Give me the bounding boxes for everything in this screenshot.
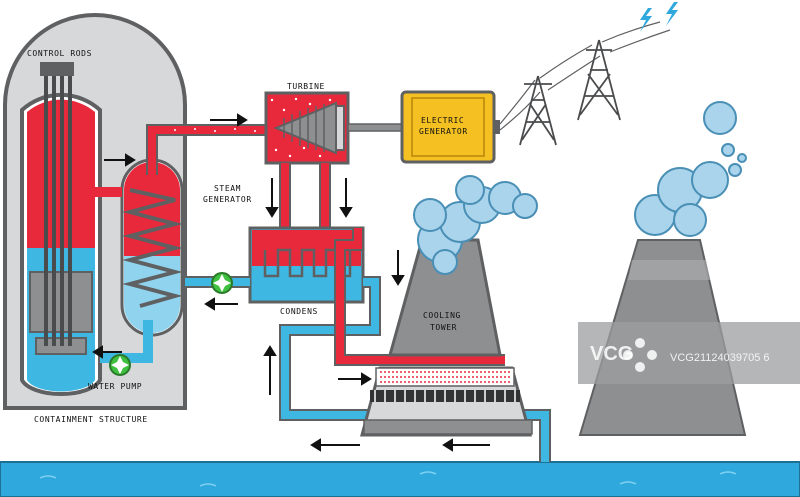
transmission-tower-icon: [519, 75, 557, 146]
label-steam-generator: GENERATOR: [203, 195, 252, 204]
pipe-steam-to-turbine: [146, 124, 270, 175]
steam-cloud: [634, 101, 747, 237]
turbine-shaft: [347, 123, 405, 132]
watermark-logo-mark: [623, 338, 657, 372]
control-rods: [40, 62, 74, 346]
pipe-cooling-water: [279, 276, 551, 462]
lightning-icon: [640, 2, 678, 32]
steam-cloud: [413, 175, 538, 275]
flow-arrow-icon: [92, 113, 490, 452]
watermark: VCG VCG21124039705 6: [578, 322, 800, 384]
label-condens: CONDENS: [280, 307, 318, 316]
label-generator: GENERATOR: [419, 127, 468, 136]
label-water-pump: WATER PUMP: [88, 382, 142, 391]
watermark-id: VCG21124039705 6: [670, 352, 770, 364]
electric-generator: [400, 90, 500, 164]
label-cooling: COOLING: [423, 311, 461, 320]
transmission-tower-icon: [577, 39, 621, 121]
pump-icon: [109, 354, 131, 376]
label-steam: STEAM: [214, 184, 241, 193]
pipes-turbine-to-condenser: [279, 163, 331, 230]
cooling-tower-front: [360, 238, 533, 437]
power-lines: [499, 21, 671, 131]
label-control-rods: CONTROL RODS: [27, 49, 92, 58]
label-electric: ELECTRIC: [421, 116, 464, 125]
label-containment-structure: CONTAINMENT STRUCTURE: [34, 415, 148, 424]
steam-generator-vessel: [120, 158, 184, 337]
river: [0, 461, 800, 497]
label-turbine: TURBINE: [287, 82, 325, 91]
turbine: [264, 91, 350, 165]
label-tower: TOWER: [430, 323, 457, 332]
pump-icon: [211, 272, 233, 294]
pipe-hot-water-to-tower: [334, 228, 505, 366]
watermark-logo: VCG: [590, 343, 633, 365]
